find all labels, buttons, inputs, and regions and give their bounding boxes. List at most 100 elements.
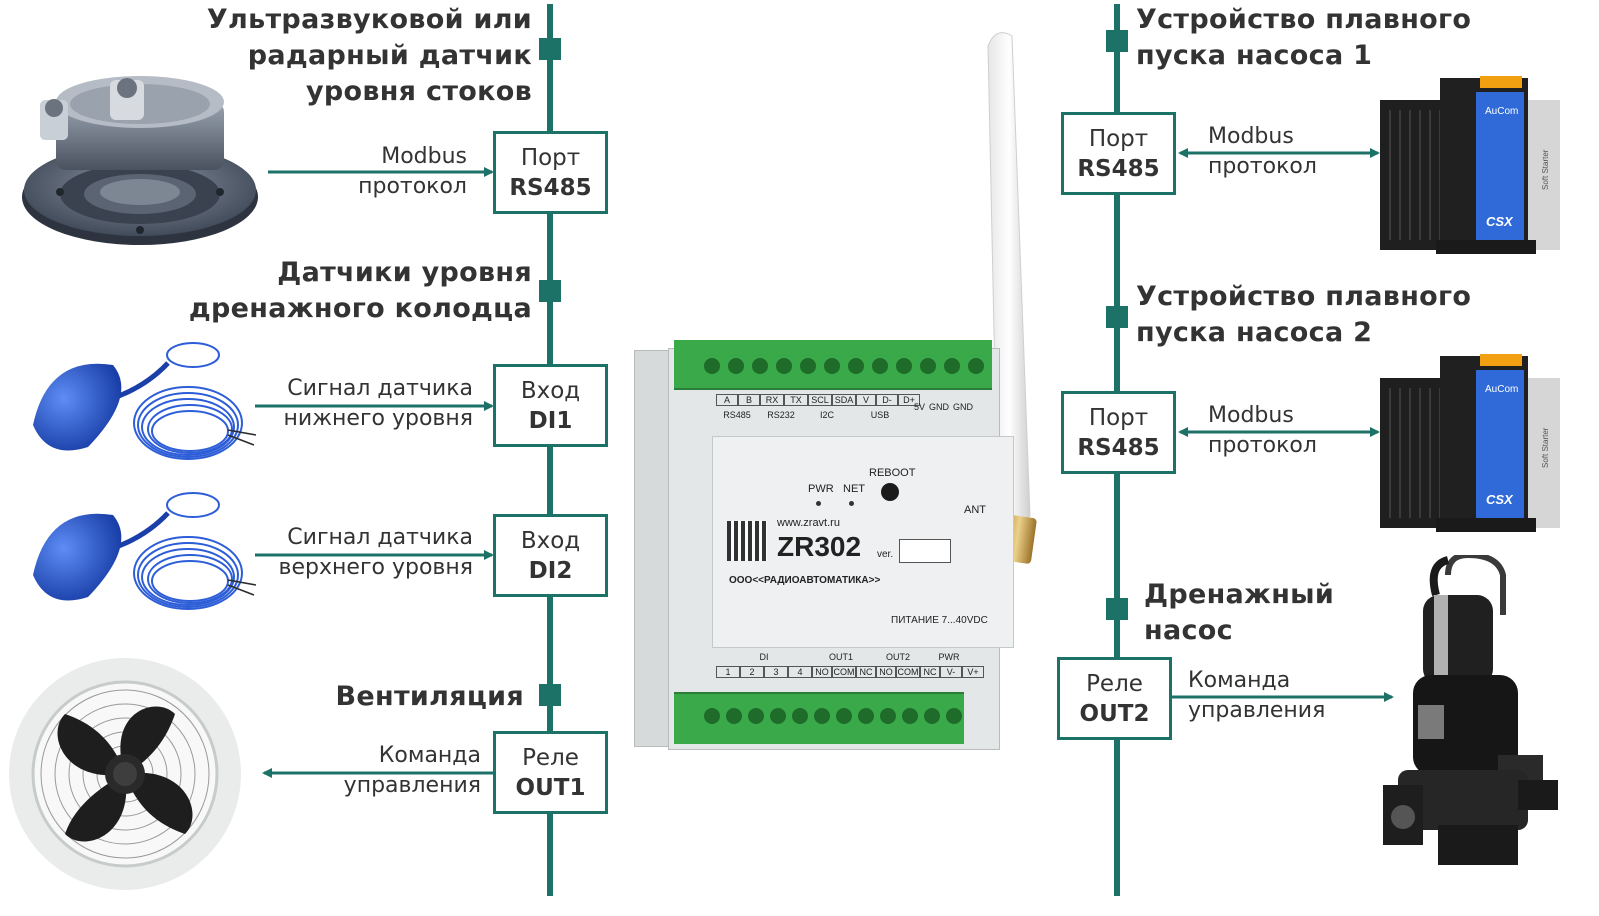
pin-label: 2 <box>740 666 764 678</box>
drainage-pump-image <box>1383 555 1558 865</box>
float-switch-high-image <box>33 492 257 610</box>
group-label: OUT1 <box>828 652 853 662</box>
group-label: DI <box>759 652 769 662</box>
bottom-label-strip: DI OUT1 OUT2 PWR 1 2 3 4 NO COM NC NO CO… <box>716 652 984 686</box>
zr302-controller: A B RX TX SCL SDA V D- D+ RS485 RS232 I2… <box>634 340 1014 760</box>
bus-node-well <box>539 280 561 302</box>
screw-icon <box>946 708 962 724</box>
screw-icon <box>770 708 786 724</box>
screw-icon <box>824 358 840 374</box>
pump-command-label: Команда управления <box>1188 668 1326 723</box>
float-switch-low-image <box>33 342 257 460</box>
pin-label: V <box>856 394 876 406</box>
pin-label: NC <box>856 666 876 678</box>
pin-label: NO <box>876 666 896 678</box>
starter-side-label: Soft Starter <box>1541 427 1550 468</box>
starter-series: CSX <box>1486 492 1514 507</box>
starter-brand: AuCom <box>1485 384 1518 395</box>
box-line1: Вход <box>520 378 581 404</box>
group-label: USB <box>870 410 890 420</box>
company-label: ООО<<РАДИОАВТОМАТИКА>> <box>729 575 881 586</box>
screw-icon <box>776 358 792 374</box>
starter-brand: AuCom <box>1485 106 1518 117</box>
ver-label: ver. <box>877 549 894 560</box>
ultrasonic-sensor-image <box>22 76 258 245</box>
box-line1: Порт <box>1088 126 1149 152</box>
port-rs485-starter1-box: Порт RS485 <box>1061 112 1176 195</box>
group-label: RS232 <box>767 410 795 420</box>
screw-icon <box>726 708 742 724</box>
pump-heading: Дренажный насос <box>1144 579 1335 646</box>
group-label: OUT2 <box>885 652 910 662</box>
pin-label: COM <box>896 666 920 678</box>
screw-icon <box>800 358 816 374</box>
well-heading: Датчики уровня дренажного колодца <box>188 257 532 324</box>
bus-node-pump <box>1106 598 1128 620</box>
group-label: PWR <box>938 652 960 662</box>
starter1-protocol-label: Modbus протокол <box>1208 124 1317 179</box>
front-panel: REBOOT PWR NET www.zravt.ru ZR302 ver. О… <box>712 436 1014 648</box>
high-level-label: Сигнал датчика верхнего уровня <box>278 525 473 580</box>
screw-icon <box>836 708 852 724</box>
sensor-heading: Ультразвуковой или радарный датчик уровн… <box>206 4 532 107</box>
box-line2: RS485 <box>1077 156 1160 182</box>
screw-icon <box>858 708 874 724</box>
port-rs485-left-box: Порт RS485 <box>493 131 608 214</box>
box-line2: OUT1 <box>515 775 586 801</box>
pwr-led-label: PWR <box>808 483 834 495</box>
ant-label: ANT <box>964 504 986 516</box>
vent-command-label: Команда управления <box>343 743 481 798</box>
low-level-label: Сигнал датчика нижнего уровня <box>283 376 473 431</box>
top-label-strip: A B RX TX SCL SDA V D- D+ RS485 RS232 I2… <box>716 392 973 432</box>
pin-label: B <box>738 394 760 406</box>
reboot-label: REBOOT <box>869 467 916 479</box>
screw-icon <box>792 708 808 724</box>
qr-code-icon <box>727 521 767 561</box>
pin-label: 3 <box>764 666 788 678</box>
screw-icon <box>848 358 864 374</box>
box-line1: Реле <box>1086 671 1143 697</box>
relay-out2-box: Реле OUT2 <box>1057 657 1172 740</box>
screw-icon <box>872 358 888 374</box>
pin-label: GND <box>929 402 950 412</box>
soft-starter-2-image: AuCom CSX Soft Starter <box>1380 354 1560 532</box>
bus-node-starter1 <box>1106 30 1128 52</box>
sensor-protocol-label: Modbus протокол <box>358 144 467 199</box>
bus-node-starter2 <box>1106 306 1128 328</box>
pin-label: SCL <box>808 394 832 406</box>
ver-field <box>899 539 951 563</box>
pin-label: V- <box>940 666 962 678</box>
screw-icon <box>902 708 918 724</box>
screw-icon <box>752 358 768 374</box>
model-label: ZR302 <box>777 531 862 562</box>
starter-series: CSX <box>1486 214 1514 229</box>
box-line1: Вход <box>520 528 581 554</box>
website-label: www.zravt.ru <box>777 517 840 529</box>
top-screws <box>704 358 984 382</box>
group-label: I2C <box>819 410 834 420</box>
box-line1: Реле <box>522 745 579 771</box>
left-bus-line <box>547 4 553 896</box>
pin-label: RX <box>760 394 784 406</box>
box-line2: RS485 <box>1077 435 1160 461</box>
pin-label: NC <box>920 666 940 678</box>
pin-label: V+ <box>962 666 984 678</box>
screw-icon <box>920 358 936 374</box>
net-led <box>849 501 854 506</box>
pin-label: D+ <box>898 394 920 406</box>
port-rs485-starter2-box: Порт RS485 <box>1061 391 1176 474</box>
box-line2: OUT2 <box>1079 701 1150 727</box>
pin-label: COM <box>832 666 856 678</box>
box-line2: RS485 <box>509 175 592 201</box>
starter-side-label: Soft Starter <box>1541 149 1550 190</box>
pin-label: NO <box>812 666 832 678</box>
power-label: ПИТАНИЕ 7...40VDC <box>891 615 988 626</box>
screw-icon <box>896 358 912 374</box>
pin-label: 4 <box>788 666 812 678</box>
pin-label: SDA <box>832 394 856 406</box>
screw-icon <box>968 358 984 374</box>
net-led-label: NET <box>843 483 865 495</box>
input-di2-box: Вход DI2 <box>493 514 608 597</box>
starter1-heading: Устройство плавного пуска насоса 1 <box>1136 4 1472 71</box>
screw-icon <box>704 358 720 374</box>
